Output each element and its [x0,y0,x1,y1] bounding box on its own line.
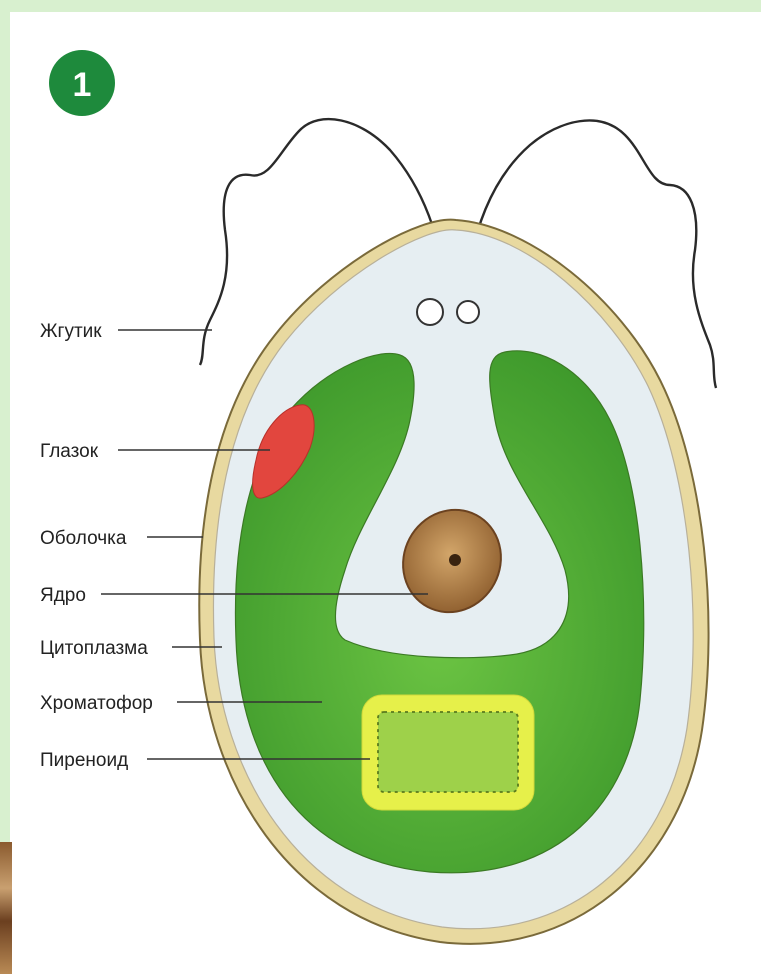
contractile-vacuole-right [457,301,479,323]
label-membrane: Оболочка [40,528,127,549]
label-pyrenoid: Пиреноид [40,750,128,771]
label-chromatophore: Хроматофор [40,693,153,714]
pyrenoid-body [378,712,518,792]
contractile-vacuole-left [417,299,443,325]
figure-number: 1 [73,66,92,104]
nucleolus [449,554,461,566]
label-eyespot: Глазок [40,441,99,462]
label-cytoplasm: Цитоплазма [40,638,148,659]
label-flagellum: Жгутик [40,321,102,342]
label-nucleus: Ядро [40,585,86,606]
figure-number-badge: 1 [49,50,115,116]
